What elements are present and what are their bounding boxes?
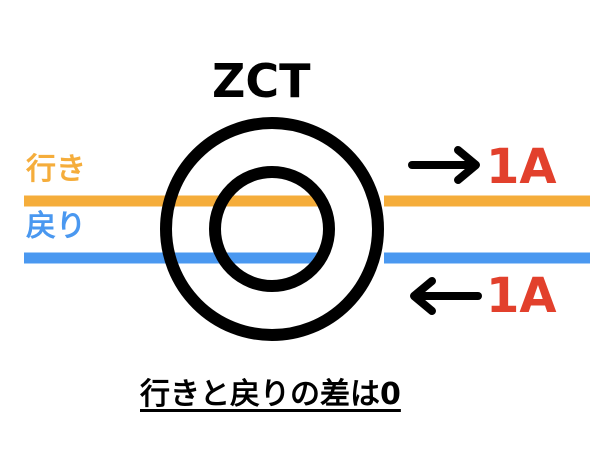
outgoing-label: 行き	[26, 152, 86, 187]
arrow-left-icon	[410, 277, 482, 315]
arrow-right-icon	[408, 146, 480, 184]
current-bottom-label: 1A	[486, 268, 557, 324]
return-label: 戻り	[26, 209, 86, 244]
zct-outer-ring	[160, 117, 384, 341]
zct-inner-ring	[209, 166, 335, 292]
current-top-label: 1A	[486, 139, 557, 195]
caption: 行きと戻りの差は0	[140, 377, 401, 412]
zct-title: ZCT	[212, 54, 311, 108]
